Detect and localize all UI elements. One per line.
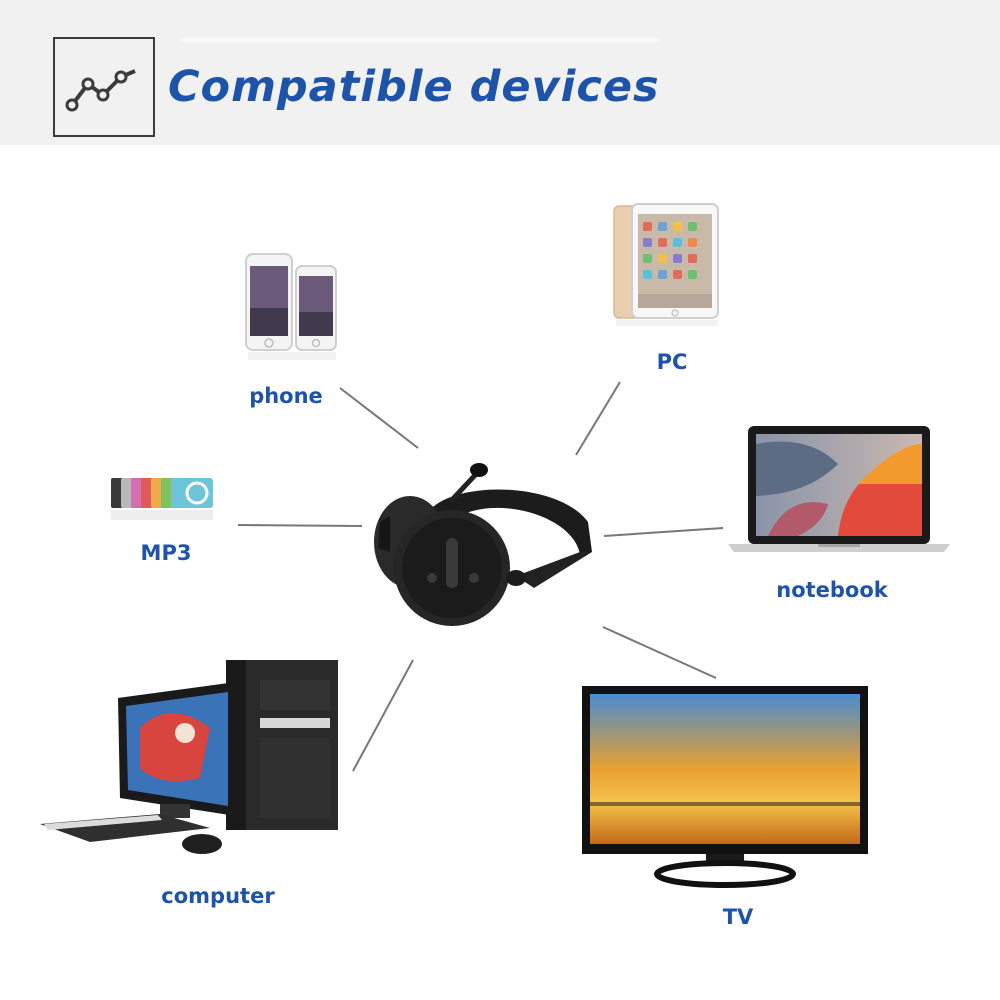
smartphones-icon (244, 252, 340, 366)
device-label-tv: TV (722, 905, 754, 929)
line-chart-icon (53, 37, 155, 137)
device-label-mp3: MP3 (140, 541, 192, 565)
connector-computer (352, 659, 414, 772)
connector-mp3 (237, 524, 363, 527)
connector-tv (602, 626, 717, 679)
banner-highlight (180, 38, 660, 42)
device-label-notebook: notebook (776, 578, 888, 602)
tablet-icon (612, 202, 722, 331)
television-icon (580, 684, 870, 898)
device-label-pc: PC (656, 350, 688, 374)
connector-pc (575, 381, 621, 456)
mp3-player-icon (111, 476, 215, 526)
laptop-icon (728, 424, 950, 562)
device-label-phone: phone (249, 384, 323, 408)
device-label-computer: computer (161, 884, 275, 908)
header-banner (0, 0, 1000, 145)
connector-phone (339, 387, 419, 449)
desktop-computer-icon (40, 658, 342, 862)
headset-icon (366, 460, 598, 634)
page-title: Compatible devices (168, 62, 660, 112)
connector-notebook (603, 527, 724, 537)
